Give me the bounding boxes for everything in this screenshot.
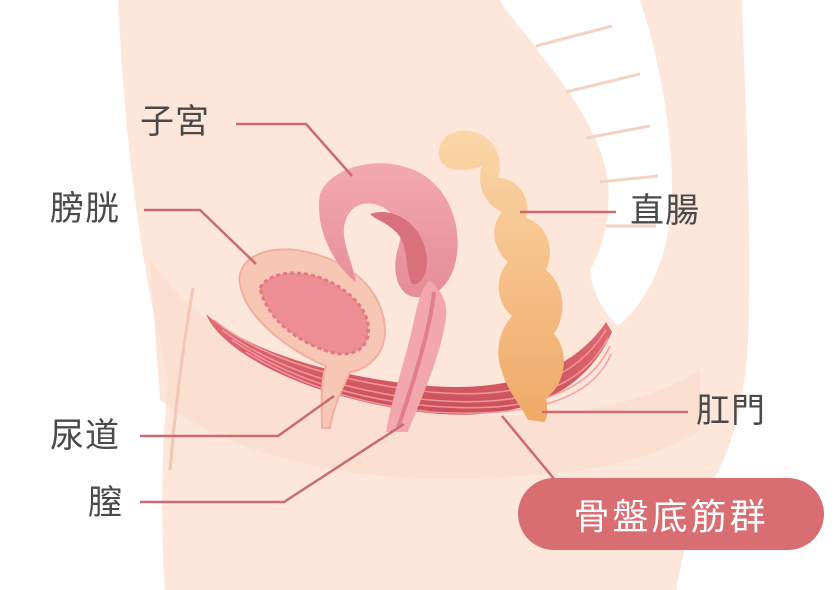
pelvis-inner-shade: [150, 260, 700, 479]
pelvic-floor-muscles-badge: 骨盤底筋群: [518, 478, 824, 550]
vertebra-separators: [535, 24, 659, 228]
uterine-cavity: [370, 211, 427, 285]
label-uterus: 子宮: [140, 102, 210, 142]
bladder-leader-line: [144, 208, 257, 265]
pelvic-floor-leader-line: [501, 415, 561, 487]
bladder-wall: [258, 271, 370, 356]
muscle-fibers: [213, 319, 612, 414]
rectum: [438, 130, 564, 423]
label-vagina: 膣: [88, 483, 123, 523]
vaginal-canal: [396, 291, 436, 429]
uterus-leader-line: [236, 122, 353, 177]
leader-lines: [140, 122, 688, 504]
label-bladder: 膀胱: [50, 189, 120, 229]
label-rectum: 直腸: [630, 191, 700, 231]
vagina-leader-line: [140, 422, 405, 504]
pelvic-floor-muscles-label: 骨盤底筋群: [573, 497, 769, 538]
label-anus: 肛門: [696, 391, 766, 431]
sacrum-bone: [500, 0, 672, 326]
thigh-crease: [168, 287, 195, 471]
label-urethra: 尿道: [50, 416, 120, 456]
urethra-leader-line: [140, 394, 335, 438]
